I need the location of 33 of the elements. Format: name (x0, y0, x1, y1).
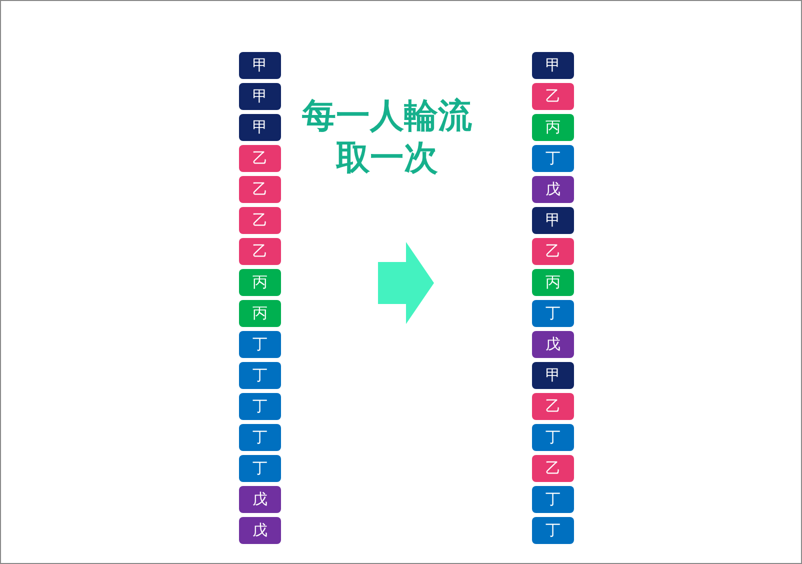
name-tag: 丁 (532, 424, 574, 451)
name-tag: 甲 (239, 83, 281, 110)
name-tag: 戊 (239, 517, 281, 544)
name-tag: 戊 (532, 176, 574, 203)
name-tag: 丁 (532, 486, 574, 513)
name-tag: 戊 (532, 331, 574, 358)
name-tag: 甲 (532, 207, 574, 234)
name-tag: 丁 (239, 393, 281, 420)
name-tag: 丙 (532, 269, 574, 296)
name-tag: 丁 (532, 300, 574, 327)
name-tag: 甲 (239, 52, 281, 79)
name-tag: 乙 (239, 176, 281, 203)
title: 每一人輪流取一次 (301, 95, 473, 179)
name-tag: 甲 (239, 114, 281, 141)
name-tag: 乙 (532, 238, 574, 265)
name-tag: 乙 (239, 145, 281, 172)
name-tag: 丙 (239, 300, 281, 327)
name-tag: 丁 (532, 517, 574, 544)
name-tag: 丙 (532, 114, 574, 141)
name-tag: 丁 (239, 455, 281, 482)
name-tag: 乙 (239, 238, 281, 265)
name-tag: 丙 (239, 269, 281, 296)
name-tag: 乙 (239, 207, 281, 234)
name-tag: 乙 (532, 83, 574, 110)
name-tag: 丁 (532, 145, 574, 172)
name-tag: 乙 (532, 393, 574, 420)
name-tag: 甲 (532, 362, 574, 389)
name-tag: 丁 (239, 362, 281, 389)
name-tag: 甲 (532, 52, 574, 79)
name-tag: 乙 (532, 455, 574, 482)
name-tag: 丁 (239, 424, 281, 451)
name-tag: 戊 (239, 486, 281, 513)
name-tag: 丁 (239, 331, 281, 358)
